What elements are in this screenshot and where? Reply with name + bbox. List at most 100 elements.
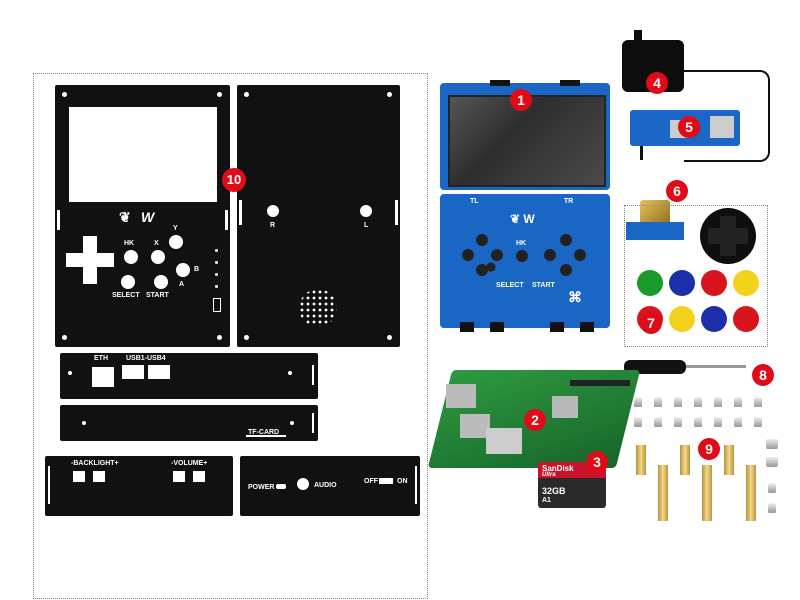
- brass-standoff: [658, 465, 668, 521]
- side-slot: [312, 413, 314, 433]
- b-button-hole: [176, 263, 190, 277]
- side-slot: [312, 365, 314, 385]
- screw: [694, 417, 702, 427]
- ribbon-cable: [640, 146, 643, 160]
- mount-hole: [288, 371, 292, 375]
- l-label: L: [364, 222, 369, 229]
- sd-card-class: A1: [542, 497, 551, 504]
- backlight-hole: [93, 471, 105, 482]
- hdmi-adapter-board: [626, 222, 684, 240]
- select-button-hole: [121, 275, 135, 289]
- off-label: OFF: [364, 478, 378, 485]
- side-slot: [239, 200, 242, 225]
- a-button-hole: [154, 275, 168, 289]
- usb-cutout: [122, 365, 144, 379]
- screw: [674, 417, 682, 427]
- led-hole: [215, 261, 218, 264]
- connector: [460, 322, 474, 332]
- dpad-btn: [491, 249, 503, 261]
- backlight-hole: [73, 471, 85, 482]
- screw: [714, 417, 722, 427]
- green-cap: [637, 270, 663, 296]
- brass-standoff: [702, 465, 712, 521]
- badge-2: 2: [524, 409, 546, 431]
- screw: [654, 397, 662, 407]
- badge-6: 6: [666, 180, 688, 202]
- x-label: X: [154, 240, 159, 247]
- front-panel: ❦ W HK Y X B A SELECT START: [55, 85, 230, 347]
- mount-hole: [290, 421, 294, 425]
- x-button-hole: [151, 250, 165, 264]
- dpad-btn: [476, 234, 488, 246]
- dpad-cap-cross: [708, 228, 748, 244]
- screw: [768, 483, 776, 493]
- screwdriver-handle: [624, 360, 686, 374]
- badge-1: 1: [510, 89, 532, 111]
- eth-cutout: [92, 367, 114, 387]
- brass-standoff: [636, 445, 646, 475]
- lcd-screen: [448, 95, 606, 187]
- port-bar-eth-usb: ETH USB1-USB4: [60, 353, 318, 399]
- sd-card-capacity: 32GB: [542, 486, 566, 496]
- screw: [674, 397, 682, 407]
- side-slot: [225, 210, 228, 230]
- back-panel: R L: [237, 85, 400, 347]
- switch-slot: [379, 478, 393, 484]
- board-btn: [560, 264, 572, 276]
- screw: [694, 397, 702, 407]
- screw: [754, 397, 762, 407]
- audio-label: AUDIO: [314, 482, 337, 489]
- start-label: START: [146, 292, 169, 299]
- mount-hole: [244, 335, 249, 340]
- l-button-hole: [360, 205, 372, 217]
- yellow-cap: [669, 306, 695, 332]
- brass-standoff: [724, 445, 734, 475]
- red-cap: [701, 270, 727, 296]
- led-hole: [215, 249, 218, 252]
- connector: [550, 322, 564, 332]
- connector: [490, 80, 510, 86]
- blue-cap: [669, 270, 695, 296]
- side-bar-left: -BACKLIGHT+ -VOLUME+: [45, 456, 233, 516]
- a-label: A: [179, 281, 185, 288]
- mount-hole: [387, 92, 392, 97]
- backlight-label: -BACKLIGHT+: [71, 460, 119, 467]
- mount-hole: [82, 421, 86, 425]
- on-label: ON: [397, 478, 408, 485]
- y-button-hole: [169, 235, 183, 249]
- select-label: SELECT: [112, 292, 140, 299]
- connector: [580, 322, 594, 332]
- mount-hole: [387, 335, 392, 340]
- usb-port-block: [460, 414, 490, 438]
- tf-card-label: TF-CARD: [248, 429, 280, 436]
- screw: [768, 503, 776, 513]
- screw-set: [632, 395, 782, 525]
- power-label: POWER: [248, 484, 275, 491]
- side-bar-right: POWER AUDIO OFF ON: [240, 456, 420, 516]
- power-slot: [276, 484, 286, 489]
- board-btn: [544, 249, 556, 261]
- board-btn: [574, 249, 586, 261]
- button-caps-frame: [624, 205, 768, 347]
- board-btn: [516, 250, 528, 262]
- dpad-btn: [476, 264, 488, 276]
- brand-logo: W: [141, 209, 155, 225]
- panels-frame: [33, 73, 428, 599]
- screw: [654, 417, 662, 427]
- mount-hole: [217, 92, 222, 97]
- badge-10: 10: [222, 168, 246, 192]
- brass-standoff: [680, 445, 690, 475]
- connector: [490, 322, 504, 332]
- speaker-grille: [299, 289, 337, 327]
- badge-4: 4: [646, 72, 668, 94]
- led-hole: [215, 273, 218, 276]
- volume-hole: [173, 471, 185, 482]
- screw: [714, 397, 722, 407]
- sd-card-sub: Ultra: [542, 472, 556, 478]
- mount-hole: [217, 335, 222, 340]
- screw: [734, 417, 742, 427]
- gpio-header: [570, 380, 630, 386]
- display-board-back: TL TR ❦ W HK SELECT START ⌘: [440, 194, 610, 332]
- cpu-chip: [552, 396, 578, 418]
- r-button-hole: [267, 205, 279, 217]
